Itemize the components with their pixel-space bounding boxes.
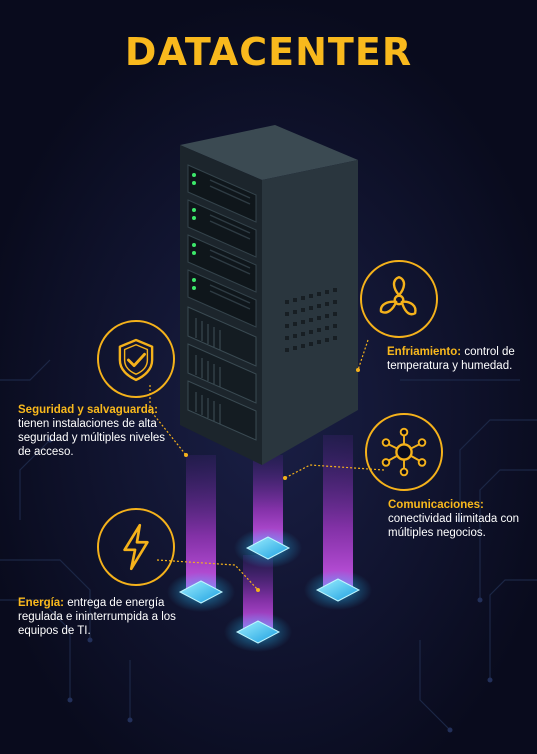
enfriamiento-text: control de temperatura y humedad.: [387, 346, 515, 372]
node-right: [315, 578, 361, 602]
lightning-bolt-icon: [123, 523, 149, 571]
energia-heading: Energía:: [18, 597, 65, 609]
rack-units: [187, 164, 257, 441]
enfriamiento-heading: Enfriamiento:: [387, 346, 462, 358]
node-left: [178, 580, 224, 604]
page-title: DATACENTER: [124, 30, 413, 74]
network-hub-icon: [381, 427, 427, 477]
seguridad-heading: Seguridad y salvaguarda:: [18, 404, 158, 416]
comunicaciones-text: conectividad ilimitada con múltiples neg…: [388, 513, 520, 539]
fan-icon: [379, 275, 417, 316]
node-front: [235, 620, 281, 644]
energia-icon-circle: [97, 508, 175, 586]
energia-text: entrega de energía regulada e ininterrum…: [18, 597, 176, 637]
seguridad-icon-circle: [97, 320, 175, 398]
shield-check-icon: [118, 338, 154, 382]
glow-nodes: [167, 528, 372, 652]
enfriamiento-label: Enfriamiento: control de temperatura y h…: [387, 345, 527, 373]
comunicaciones-label: Comunicaciones: conectividad ilimitada c…: [388, 498, 528, 540]
node-center: [245, 536, 291, 560]
status-leds: [192, 173, 196, 290]
comunicaciones-heading: Comunicaciones:: [388, 499, 484, 511]
energy-beams: [186, 435, 353, 630]
rack-side: [262, 160, 358, 465]
beam-left: [186, 455, 216, 590]
seguridad-label: Seguridad y salvaguarda: tienen instalac…: [18, 403, 178, 459]
comunicaciones-icon-circle: [365, 413, 443, 491]
rack-top: [180, 125, 358, 180]
server-rack: [180, 125, 358, 465]
rack-side-vents: [285, 288, 337, 352]
energia-label: Energía: entrega de energía regulada e i…: [18, 596, 183, 638]
enfriamiento-icon-circle: [360, 260, 438, 338]
beam-right: [323, 435, 353, 590]
seguridad-text: tienen instalaciones de alta seguridad y…: [18, 418, 166, 458]
